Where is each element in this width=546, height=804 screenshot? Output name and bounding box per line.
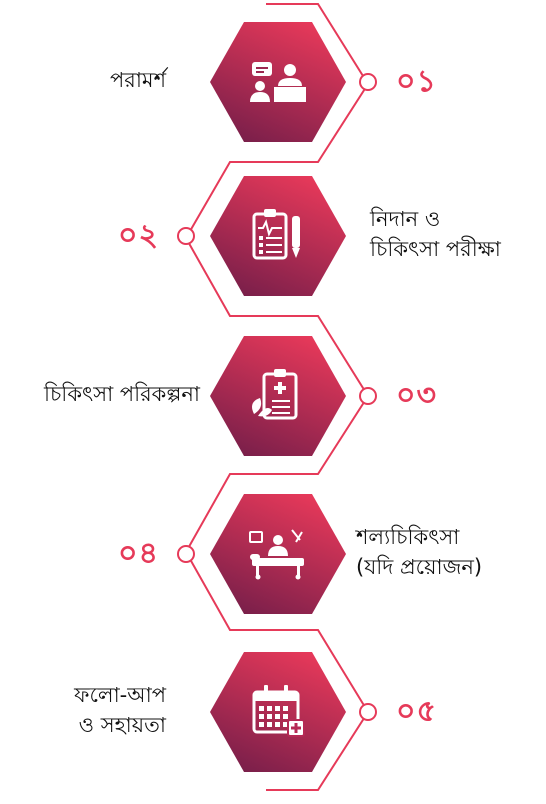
step-hexagon [210,22,346,142]
step-label-line: (যদি প্রয়োজন) [356,555,483,579]
connector-node [359,703,377,721]
connector-node [177,545,195,563]
step-label-line: চিকিৎসা পরিকল্পনা [43,382,200,406]
connector-node [359,387,377,405]
step-number: ০২ [118,218,160,253]
step-3 [210,336,377,456]
clipboard-checklist-icon [252,209,300,260]
step-number: ০৪ [118,536,159,571]
step-hexagon [210,336,346,456]
step-label-line: চিকিৎসা পরীক্ষা [370,237,501,261]
step-label-line: নিদান ও [370,207,441,231]
consultation-icon [250,62,306,102]
step-label: চিকিৎসা পরিকল্পনা [44,379,200,409]
step-2 [177,176,346,296]
step-label: পরামর্শ [110,65,166,95]
surgery-icon [249,529,304,580]
step-label: নিদান ও চিকিৎসা পরীক্ষা [370,204,501,264]
step-number: ০৫ [396,694,437,729]
step-1 [210,22,377,142]
treatment-plan-icon [252,369,298,420]
step-label: ফলো-আপ ও সহায়তা [74,680,166,740]
step-label: শল্যচিকিৎসা (যদি প্রয়োজন) [356,522,482,582]
connector-node [359,73,377,91]
step-label-line: পরামর্শ [110,68,166,92]
step-number: ০১ [396,64,437,99]
step-label-line: শল্যচিকিৎসা [356,525,460,549]
step-4 [177,494,346,614]
calendar-medical-icon [252,685,305,737]
step-number: ০৩ [396,378,438,413]
step-label-line: ও সহায়তা [78,713,166,737]
step-hexagon [210,176,346,296]
step-label-line: ফলো-আপ [74,683,166,707]
step-5 [210,652,377,772]
connector-node [177,227,195,245]
step-hexagon [210,652,346,772]
